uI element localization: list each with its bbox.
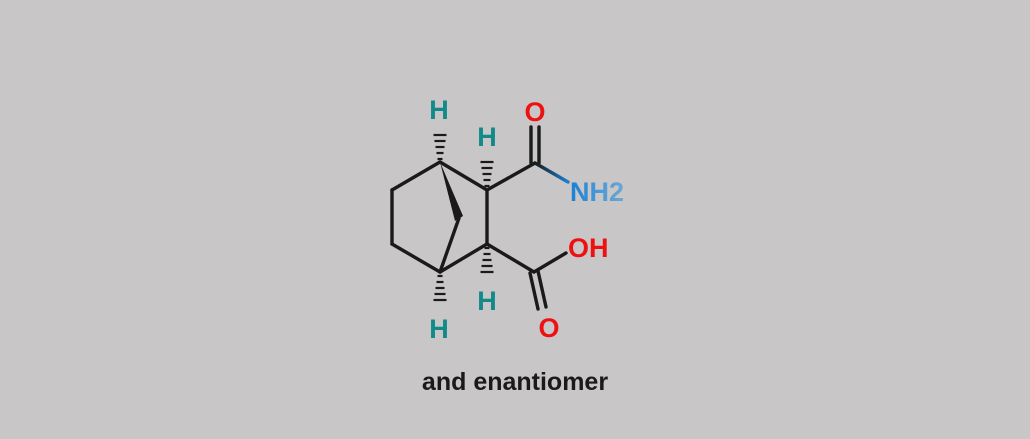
bond-acid-co-2 — [536, 269, 548, 309]
caption: and enantiomer — [421, 368, 609, 396]
bond-c1-c2 — [438, 160, 489, 192]
bond-amide-c-n — [533, 161, 570, 184]
bond-c3-c4 — [438, 242, 489, 274]
substituent-bonds — [485, 125, 568, 311]
bond-c2-amide-c — [485, 161, 537, 192]
bond-c5-c4 — [390, 242, 442, 274]
bond-acid-c-oh — [532, 251, 568, 274]
hydrogen-label-top-right: H — [477, 122, 497, 152]
hydroxyl-label: OH — [568, 233, 609, 263]
amide-nh2-label: NH2 — [570, 177, 624, 207]
hash-c4-h — [433, 274, 447, 302]
hash-c1-h — [433, 133, 447, 161]
hash-c2-h — [480, 160, 494, 188]
oxygen-label-acid: O — [538, 313, 559, 343]
oxygen-label-amide: O — [524, 97, 545, 127]
hashed-bonds — [433, 133, 494, 302]
hydrogen-label-bottom-left: H — [429, 314, 449, 344]
bond-bridge-lower — [438, 216, 461, 274]
bond-c1-c6 — [390, 160, 442, 192]
hydrogen-label-top-left: H — [429, 95, 449, 125]
bond-c3-acid-c — [485, 242, 536, 274]
bond-acid-co-1 — [528, 271, 540, 311]
bond-bridge-wedge — [440, 162, 463, 221]
ring-bonds — [390, 160, 489, 274]
hash-c3-h — [480, 246, 494, 274]
hydrogen-label-bottom-right: H — [477, 286, 497, 316]
